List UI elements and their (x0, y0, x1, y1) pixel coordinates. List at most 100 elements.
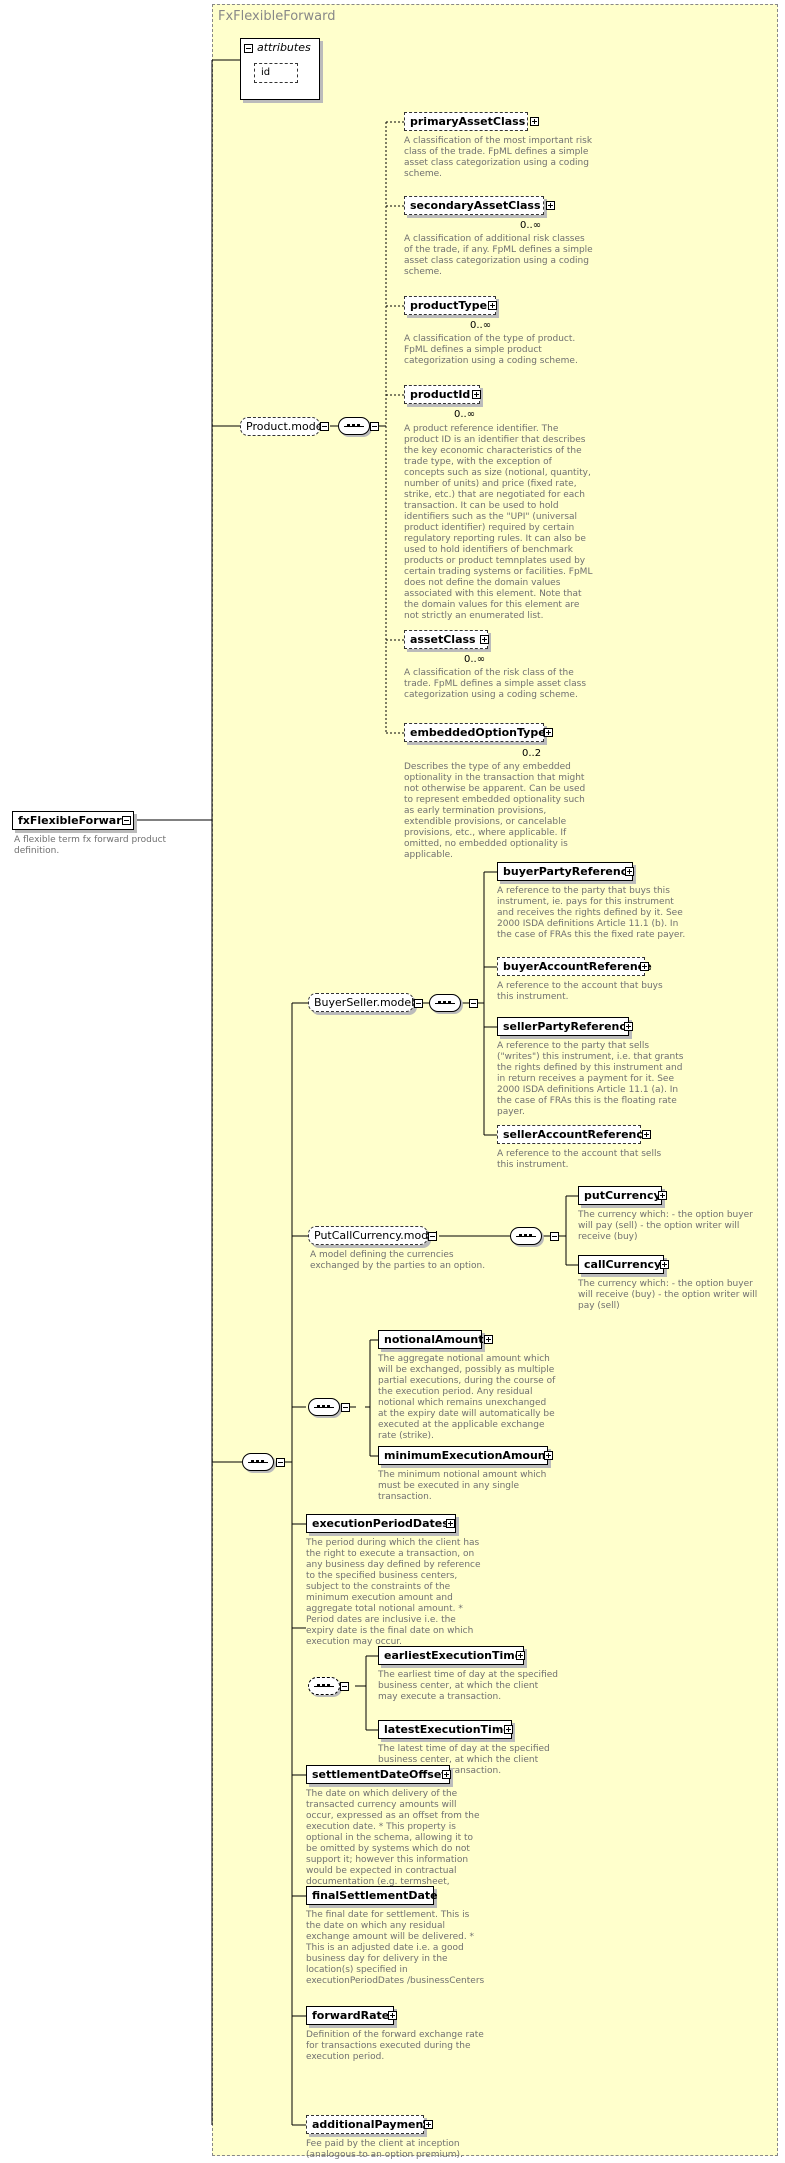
putcallcurrency-model-label: PutCallCurrency.model (314, 1229, 438, 1242)
root-element-box[interactable]: fxFlexibleForward (12, 811, 134, 830)
element-notionalamount[interactable]: notionalAmount (378, 1330, 484, 1349)
expand-icon[interactable] (488, 301, 497, 310)
element-minimumexecutionamount[interactable]: minimumExecutionAmount (378, 1446, 551, 1465)
element-additionalpayment[interactable]: additionalPayment (306, 2115, 429, 2134)
expand-icon[interactable] (480, 635, 489, 644)
element-buyerpartyreference[interactable]: buyerPartyReference (497, 862, 635, 881)
multiplicity-label: 0..∞ (454, 409, 476, 420)
group-doc: A model defining the currencies exchange… (310, 1250, 486, 1271)
element-name: productId (410, 388, 471, 401)
product-model-label: Product.model (246, 420, 326, 433)
expand-icon[interactable] (625, 867, 634, 876)
element-name: finalSettlementDate (312, 1889, 438, 1902)
element-name: notionalAmount (384, 1333, 484, 1346)
multiplicity-label: 0..∞ (520, 220, 542, 231)
expand-icon[interactable] (388, 2011, 397, 2020)
element-earliestexecutiontime[interactable]: earliestExecutionTime (378, 1646, 524, 1665)
expand-icon[interactable] (642, 1130, 651, 1139)
element-doc: The currency which: - the option buyer w… (578, 1210, 753, 1242)
element-doc: A product reference identifier. The prod… (404, 424, 593, 621)
expand-icon[interactable] (472, 390, 481, 399)
element-sellerpartyreference[interactable]: sellerPartyReference (497, 1017, 633, 1036)
expand-icon[interactable] (446, 1519, 455, 1528)
expand-icon[interactable] (546, 201, 555, 210)
multiplicity-label: 0..∞ (464, 654, 486, 665)
element-name: executionPeriodDates (312, 1517, 449, 1530)
collapse-icon[interactable] (370, 422, 379, 431)
expand-icon[interactable] (658, 1191, 667, 1200)
collapse-icon[interactable] (122, 816, 131, 825)
collapse-icon[interactable] (414, 999, 423, 1008)
element-finalsettlementdate[interactable]: finalSettlementDate (306, 1886, 438, 1905)
collapse-icon[interactable] (244, 44, 253, 53)
element-doc: The date on which delivery of the transa… (306, 1789, 480, 1898)
element-name: buyerAccountReference (503, 960, 652, 973)
element-doc: Fee paid by the client at inception (ana… (306, 2139, 463, 2160)
sequence-icon (429, 994, 461, 1012)
element-primaryassetclass[interactable]: primaryAssetClass (404, 112, 528, 131)
buyerseller-model-label: BuyerSeller.model (314, 996, 415, 1009)
element-embeddedoptiontype[interactable]: embeddedOptionType (404, 723, 546, 742)
element-assetclass[interactable]: assetClass (404, 630, 488, 649)
element-productid[interactable]: productId (404, 385, 480, 404)
element-name: callCurrency (584, 1258, 662, 1271)
expand-icon[interactable] (424, 2120, 433, 2129)
element-doc: The final date for settlement. This is t… (306, 1910, 485, 1986)
element-name: sellerAccountReference (503, 1128, 651, 1141)
element-name: minimumExecutionAmount (384, 1449, 551, 1462)
element-doc: The period during which the client has t… (306, 1538, 481, 1647)
element-name: productType (410, 299, 488, 312)
element-secondaryassetclass[interactable]: secondaryAssetClass (404, 196, 544, 215)
element-latestexecutiontime[interactable]: latestExecutionTime (378, 1720, 512, 1739)
attributes-label: attributes (257, 41, 311, 54)
expand-icon[interactable] (504, 1725, 513, 1734)
collapse-icon[interactable] (320, 422, 329, 431)
element-putcurrency[interactable]: putCurrency (578, 1186, 662, 1205)
element-buyeraccountreference[interactable]: buyerAccountReference (497, 957, 652, 976)
element-name: assetClass (410, 633, 476, 646)
putcallcurrency-model-group[interactable]: PutCallCurrency.model (308, 1226, 438, 1245)
element-name: additionalPayment (312, 2118, 429, 2131)
root-doc: A flexible term fx forward product defin… (14, 835, 167, 856)
expand-icon[interactable] (544, 1451, 553, 1460)
expand-icon[interactable] (660, 1260, 669, 1269)
collapse-icon[interactable] (428, 1232, 437, 1241)
element-doc: A reference to the party that buys this … (497, 886, 686, 940)
expand-icon[interactable] (624, 1022, 633, 1031)
collapse-icon[interactable] (469, 999, 478, 1008)
element-selleraccountreference[interactable]: sellerAccountReference (497, 1125, 650, 1144)
element-doc: A classification of the risk class of th… (404, 668, 587, 700)
element-doc: Describes the type of any embedded optio… (404, 762, 586, 860)
collapse-icon[interactable] (550, 1232, 559, 1241)
element-doc: The minimum notional amount which must b… (378, 1470, 547, 1502)
collapse-icon[interactable] (340, 1682, 349, 1691)
expand-icon[interactable] (544, 728, 553, 737)
element-name: secondaryAssetClass (410, 199, 541, 212)
expand-icon[interactable] (530, 117, 539, 126)
element-doc: A reference to the party that sells ("wr… (497, 1041, 684, 1117)
attribute-id[interactable]: id (254, 63, 298, 83)
expand-icon[interactable] (516, 1651, 525, 1660)
collapse-icon[interactable] (341, 1403, 350, 1412)
product-model-group[interactable]: Product.model (240, 417, 326, 436)
attributes-box[interactable]: attributes id (240, 38, 320, 100)
element-doc: The earliest time of day at the specifie… (378, 1670, 558, 1702)
expand-icon[interactable] (484, 1335, 493, 1344)
panel-title: FxFlexibleForward (218, 9, 336, 24)
element-name: sellerPartyReference (503, 1020, 634, 1033)
element-name: primaryAssetClass (410, 115, 526, 128)
expand-icon[interactable] (442, 1770, 451, 1779)
buyerseller-model-group[interactable]: BuyerSeller.model (308, 993, 414, 1012)
element-producttype[interactable]: productType (404, 296, 496, 315)
element-forwardrate[interactable]: forwardRate (306, 2006, 394, 2025)
element-name: putCurrency (584, 1189, 661, 1202)
element-settlementdateoffset[interactable]: settlementDateOffset (306, 1765, 450, 1784)
collapse-icon[interactable] (276, 1458, 285, 1467)
element-callcurrency[interactable]: callCurrency (578, 1255, 664, 1274)
element-doc: A classification of additional risk clas… (404, 234, 593, 277)
element-doc: The aggregate notional amount which will… (378, 1354, 556, 1441)
sequence-icon (510, 1227, 542, 1245)
expand-icon[interactable] (640, 962, 649, 971)
element-executionperioddates[interactable]: executionPeriodDates (306, 1514, 456, 1533)
type-panel (212, 4, 778, 2156)
